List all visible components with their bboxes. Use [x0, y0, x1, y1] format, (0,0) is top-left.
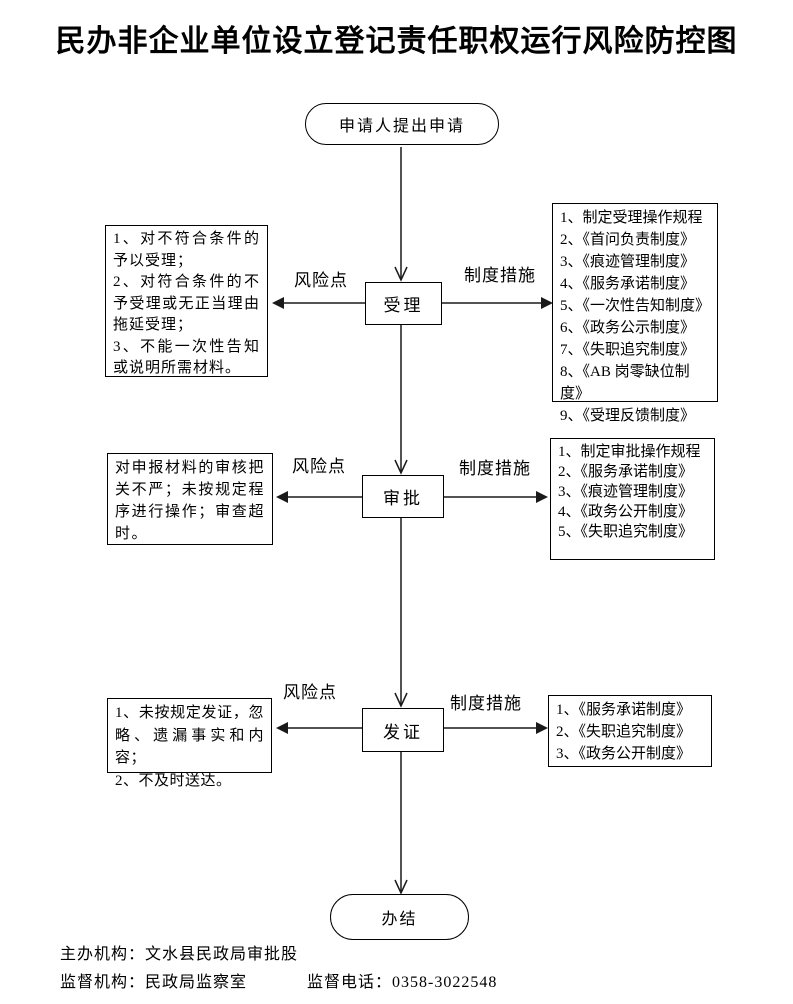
measure-box-approve: 1、制定审批操作规程 2、《服务承诺制度》 3、《痕迹管理制度》 4、《政务公开… — [550, 438, 715, 560]
stage-box-approve: 审批 — [362, 475, 444, 518]
arrowhead-down-3 — [394, 692, 408, 708]
measure-label-issue: 制度措施 — [450, 689, 522, 714]
arrowhead-down-4 — [394, 879, 408, 895]
arrowhead-left-2 — [276, 491, 288, 503]
arrowhead-left-3 — [276, 722, 288, 734]
arrowhead-right-2 — [536, 491, 548, 503]
arrowhead-left-1 — [272, 297, 284, 309]
risk-box-accept: 1、对不符合条件的予以受理； 2、对符合条件的不予受理或无正当理由拖延受理； 3… — [105, 225, 268, 377]
stage-issue-label: 发证 — [383, 722, 423, 742]
supervision-phone: 监督电话：0358-3022548 — [307, 974, 498, 991]
arrowhead-right-3 — [536, 722, 548, 734]
supervisor-info: 监督机构：民政局监察室 — [60, 974, 248, 991]
stage-accept-label: 受理 — [383, 296, 424, 315]
measure-label-approve: 制度措施 — [459, 454, 531, 479]
risk-point-label-approve: 风险点 — [292, 452, 346, 477]
stage-approve-label: 审批 — [383, 489, 423, 508]
stage-box-accept: 受理 — [365, 282, 442, 325]
start-node-label: 申请人提出申请 — [338, 118, 465, 135]
arrowhead-right-1 — [541, 297, 553, 309]
measure-box-issue: 1、《服务承诺制度》 2、《失职追究制度》 3、《政务公开制度》 — [548, 695, 712, 767]
end-node-label: 办结 — [381, 911, 418, 928]
measure-label-accept: 制度措施 — [464, 261, 536, 286]
arrowhead-down-1 — [394, 266, 408, 282]
risk-box-issue: 1、未按规定发证，忽略、遗漏事实和内容； 2、不及时送达。 — [107, 698, 272, 789]
arrowhead-down-2 — [394, 459, 408, 475]
end-node: 办结 — [330, 894, 469, 940]
stage-box-issue: 发证 — [362, 708, 444, 752]
risk-point-label-issue: 风险点 — [283, 678, 337, 703]
page-title: 民办非企业单位设立登记责任职权运行风险防控图 — [55, 25, 738, 58]
start-node: 申请人提出申请 — [305, 103, 499, 145]
risk-box-approve: 对申报材料的审核把关不严；未按规定程序进行操作；审查超时。 — [107, 453, 273, 545]
organizer-info: 主办机构：文水县民政局审批股 — [60, 946, 299, 963]
measure-box-accept: 1、制定受理操作规程 2、《首问负责制度》 3、《痕迹管理制度》 4、《服务承诺… — [552, 203, 718, 424]
risk-point-label-accept: 风险点 — [294, 266, 348, 291]
